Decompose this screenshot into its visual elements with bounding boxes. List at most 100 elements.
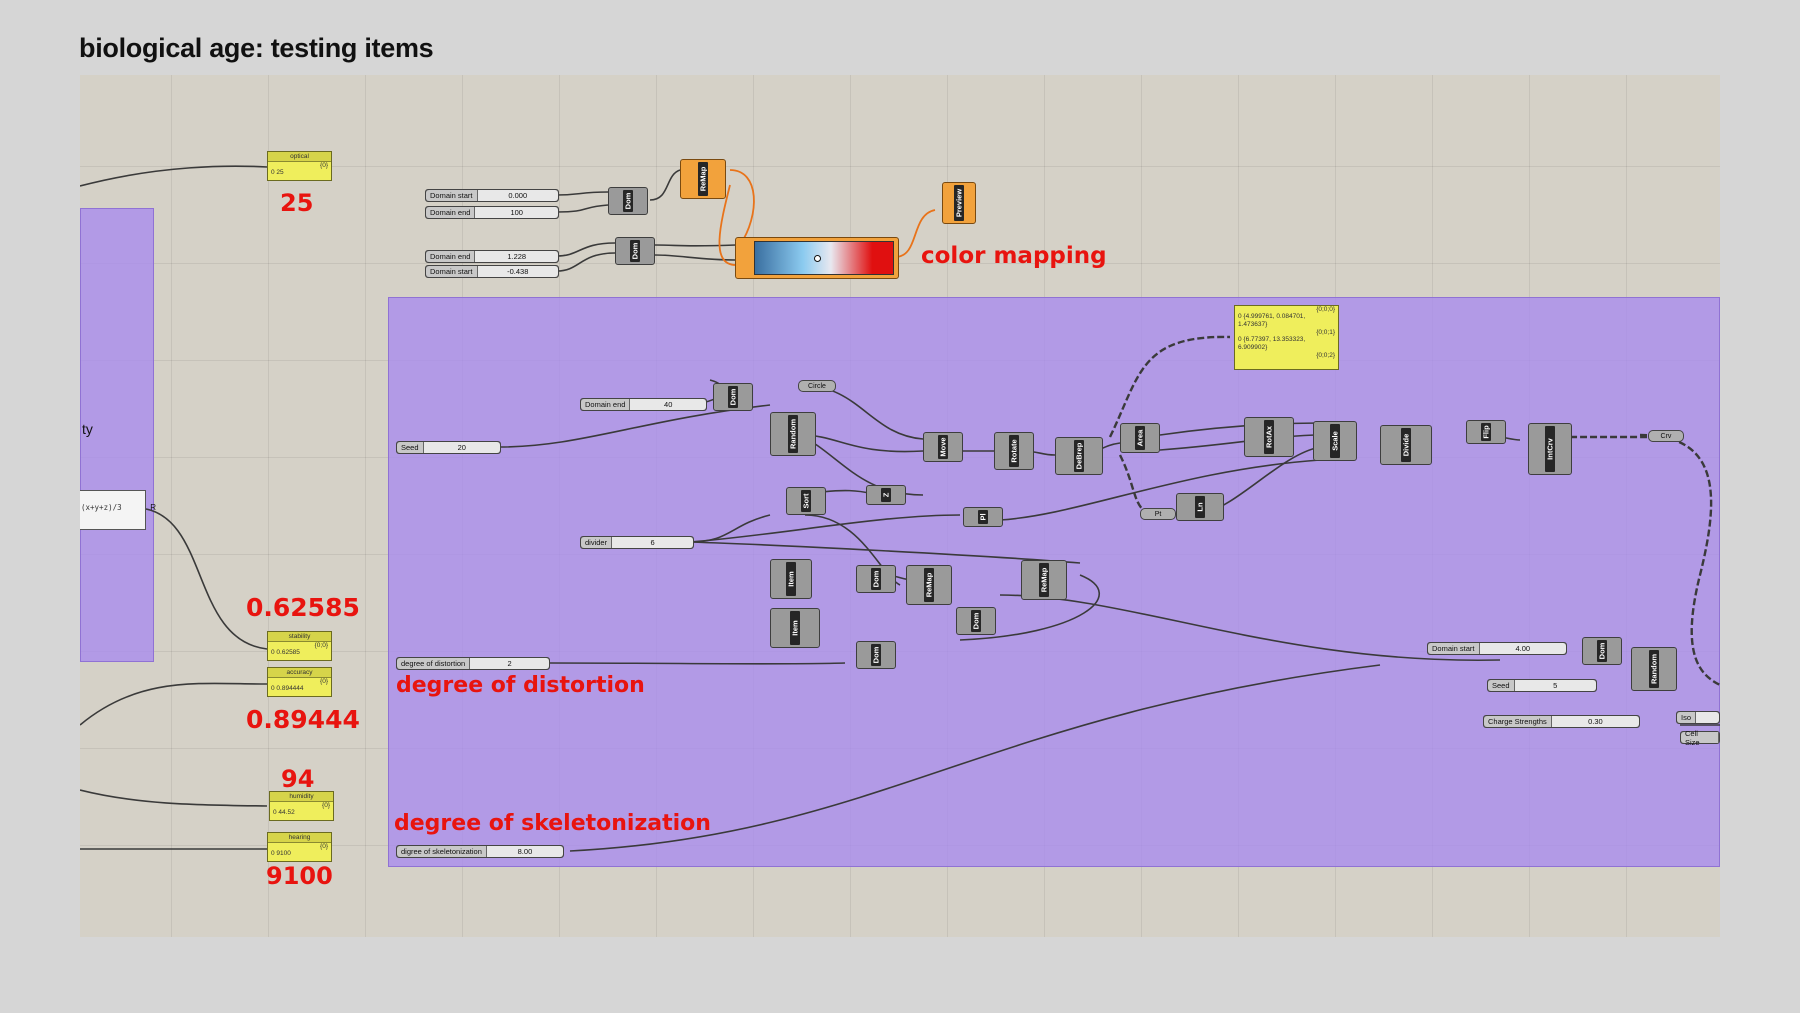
item-component-1[interactable]: Item [770,559,812,599]
panel-value: 0 44.52 [273,809,295,816]
slider-domain-end-3[interactable]: Domain end 40 [580,398,707,411]
component-name: ReMap [1039,567,1049,593]
slider-label: divider [581,537,613,548]
slider-cell-size[interactable]: Cell Size [1680,729,1720,747]
slider-value: 2 [470,658,549,669]
component-name: Sort [801,493,811,509]
ln-component[interactable]: Ln [1176,493,1224,521]
slider-seed-1[interactable]: Seed 20 [396,441,501,454]
grasshopper-canvas[interactable]: ty (x+y+z)/3 R optical {0} 0 25 stabilit… [80,75,1720,937]
random-component-2[interactable]: Random [1631,647,1677,691]
slider-degree-of-distortion[interactable]: degree of distortion 2 [396,657,550,670]
panel-header: hearing [268,833,331,843]
component-name: Move [938,437,948,457]
component-name: Divide [1401,433,1411,457]
slider-value: 6 [612,537,693,548]
remap-component-1[interactable]: ReMap [906,565,952,605]
panel-value: 0 0.62585 [271,649,300,656]
slider-charge-strengths[interactable]: Charge Strengths 0.30 [1483,715,1640,728]
humidity-annotation: 94 [281,765,315,793]
dom-component-5[interactable]: Dom [856,641,896,669]
z-component[interactable]: Z [866,485,906,505]
gradient-component[interactable] [735,237,899,279]
component-name: Dom [623,192,633,210]
panel-accuracy[interactable]: accuracy {0} 0 0.894444 [267,667,332,697]
hearing-annotation: 9100 [266,862,333,890]
pl-component[interactable]: Pl [963,507,1003,527]
area-component[interactable]: Area [1120,423,1160,453]
left-group[interactable] [80,208,154,662]
slider-label: Seed [1488,680,1515,691]
slider-skeletonization[interactable]: digree of skeletonization 8.00 [396,845,564,858]
preview-component[interactable]: Preview [942,182,976,224]
slider-domain-end-2[interactable]: Domain end 1.228 [425,250,559,263]
expression-component[interactable]: (x+y+z)/3 R [80,490,156,530]
panel-index: {0;0;1} [1316,329,1335,336]
component-name: ReMap [698,166,708,192]
debrep-component[interactable]: DeBrep [1055,437,1103,475]
slider-value: 4.00 [1479,643,1566,654]
slider-value: 20 [423,442,500,453]
panel-hearing[interactable]: hearing {0} 0 9100 [267,832,332,862]
intcrv-component[interactable]: IntCrv [1528,423,1572,475]
dom-component-6[interactable]: Dom [956,607,996,635]
slider-label: Domain end [426,251,476,262]
slider-label: digree of skeletonization [397,846,487,857]
slider-label: Charge Strengths [1484,716,1552,727]
panel-index: {0;0;2} [1316,352,1335,359]
slider-iso[interactable]: Iso [1676,711,1720,724]
slider-label: Domain end [581,399,631,410]
slider-domain-start-3[interactable]: Domain start 4.00 [1427,642,1567,655]
slider-domain-start-2[interactable]: Domain start -0.438 [425,265,559,278]
dom-component-7[interactable]: Dom [1582,637,1622,665]
slider-value: 5 [1514,680,1596,691]
component-name: Item [786,571,796,587]
component-name: Scale [1330,431,1340,451]
slider-domain-start-1[interactable]: Domain start 0.000 [425,189,559,202]
component-name: Dom [630,242,640,260]
panel-stability[interactable]: stability {0;0} 0 0.62585 [267,631,332,661]
dom-component-4[interactable]: Dom [856,565,896,593]
panel-humidity[interactable]: humidity {0} 0 44.52 [269,791,334,821]
component-name: Flip [1481,425,1491,439]
component-name: Item [790,620,800,636]
circle-param[interactable]: Circle [798,380,836,392]
dom-component-2[interactable]: Dom [615,237,655,265]
page-title: biological age: testing items [79,33,434,63]
distortion-annotation: degree of distortion [396,673,645,698]
flip-component[interactable]: Flip [1466,420,1506,444]
component-name: Dom [728,388,738,406]
scale-component[interactable]: Scale [1313,421,1357,461]
rotax-component[interactable]: RotAx [1244,417,1294,457]
panel-optical[interactable]: optical {0} 0 25 [267,151,332,181]
panel-header: stability [268,632,331,642]
panel-index: {0} [320,162,328,169]
rotate-component[interactable]: Rotate [994,432,1034,470]
panel-value: 0 0.894444 [271,685,304,692]
panel-points[interactable]: {0;0;0} 0 {4.999761, 0.084701, 1.473637}… [1234,305,1339,370]
pt-param[interactable]: Pt [1140,508,1176,520]
component-name: Rotate [1009,439,1019,463]
panel-index: {0} [320,843,328,850]
item-component-2[interactable]: Item [770,608,820,648]
dom-component-1[interactable]: Dom [608,187,648,215]
slider-divider[interactable]: divider 6 [580,536,694,549]
sort-component[interactable]: Sort [786,487,826,515]
slider-seed-2[interactable]: Seed 5 [1487,679,1597,692]
component-name: IntCrv [1545,438,1555,460]
dom-component-3[interactable]: Dom [713,383,753,411]
slider-domain-end-1[interactable]: Domain end 100 [425,206,559,219]
gradient-handle[interactable] [814,255,821,262]
remap-component-2[interactable]: ReMap [1021,560,1067,600]
slider-label: Domain start [426,266,478,277]
crv-param[interactable]: Crv [1648,430,1684,442]
slider-value: 1.228 [475,251,558,262]
divide-component[interactable]: Divide [1380,425,1432,465]
move-component[interactable]: Move [923,432,963,462]
component-name: Dom [871,570,881,588]
random-component-1[interactable]: Random [770,412,816,456]
slider-label: Domain end [426,207,476,218]
remap-component-top[interactable]: ReMap [680,159,726,199]
slider-value: 40 [630,399,706,410]
gradient-bar[interactable] [754,241,894,275]
